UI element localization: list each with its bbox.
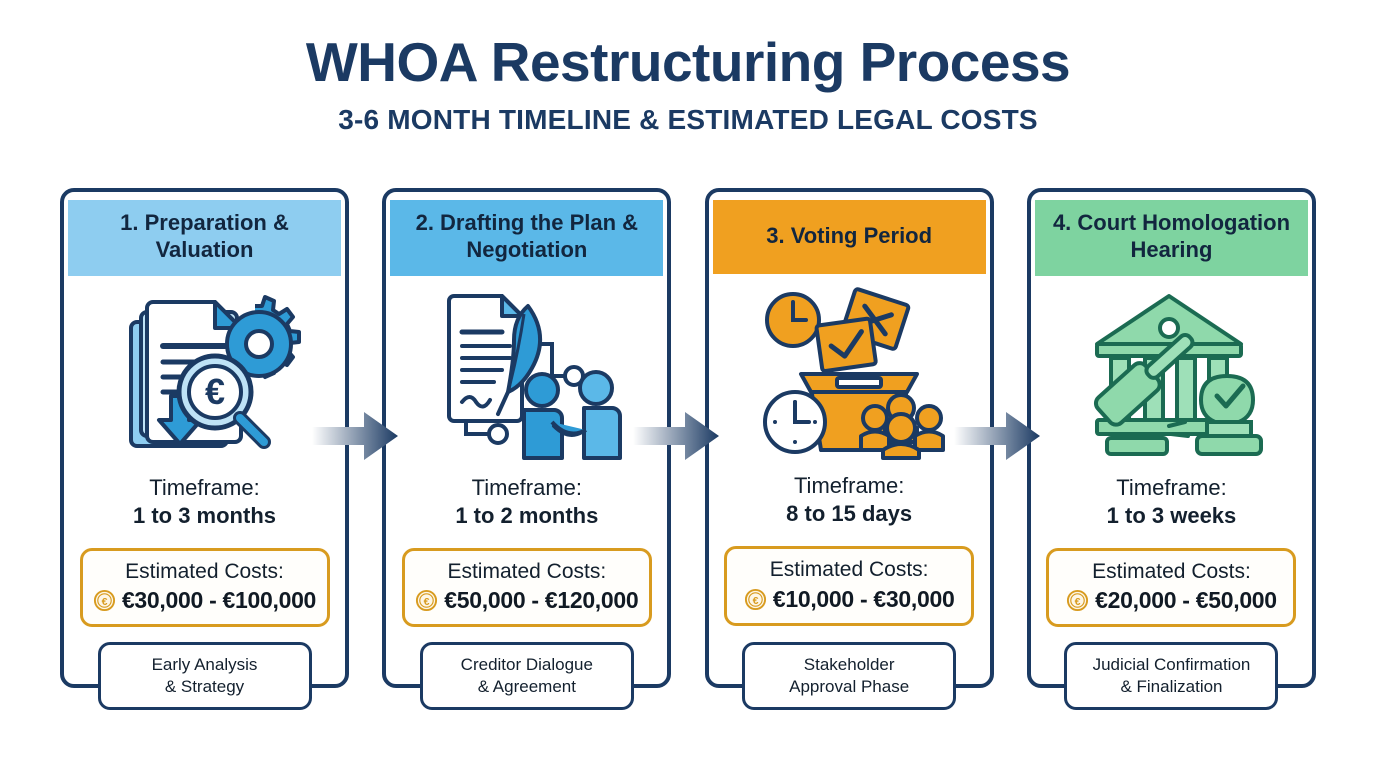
- step-card-4-timeframe: Timeframe: 1 to 3 weeks: [1107, 474, 1237, 530]
- euro-coin-icon: €: [744, 588, 766, 610]
- cost-label: Estimated Costs:: [1092, 559, 1251, 583]
- step-card-2-timeframe: Timeframe: 1 to 2 months: [455, 474, 598, 530]
- ballot-box-icon: [709, 274, 990, 470]
- svg-text:€: €: [204, 371, 224, 412]
- footer-line-2: & Finalization: [1120, 676, 1223, 696]
- footer-line-2: & Strategy: [164, 676, 245, 696]
- cost-value: €20,000 - €50,000: [1095, 587, 1277, 614]
- timeframe-value: 1 to 3 weeks: [1106, 502, 1237, 528]
- footer-line-2: & Agreement: [477, 676, 576, 696]
- timeframe-label: Timeframe:: [1116, 474, 1227, 500]
- cost-value: €30,000 - €100,000: [121, 587, 317, 614]
- timeframe-value: 1 to 3 months: [132, 502, 276, 528]
- euro-coin-icon: €: [1067, 590, 1089, 612]
- step-card-2-header: 2. Drafting the Plan & Negotiation: [390, 200, 664, 276]
- timeframe-label: Timeframe:: [149, 474, 260, 500]
- step-card-1-cost-box: Estimated Costs: € €30,000 - €100,000: [79, 547, 330, 628]
- step-card-4-cost-box: Estimated Costs: € €20,000 - €50,000: [1046, 547, 1297, 628]
- courthouse-gavel-icon: [1031, 276, 1312, 472]
- svg-text:€: €: [752, 594, 758, 606]
- step-card-1-header: 1. Preparation & Valuation: [68, 200, 341, 276]
- page-subtitle: 3-6 MONTH TIMELINE & ESTIMATED LEGAL COS…: [338, 103, 1038, 135]
- timeframe-label: Timeframe:: [793, 473, 905, 498]
- svg-text:€: €: [102, 596, 108, 608]
- step-card-4-footer-badge: Judicial Confirmation & Finalization: [1064, 641, 1279, 710]
- timeframe-value: 1 to 2 months: [455, 502, 599, 528]
- cost-value: €10,000 - €30,000: [772, 585, 955, 612]
- step-card-3-header: 3. Voting Period: [712, 200, 986, 274]
- step-card-2[interactable]: 2. Drafting the Plan & Negotiation: [382, 188, 672, 710]
- cost-label: Estimated Costs:: [447, 559, 607, 583]
- step-card-1[interactable]: 1. Preparation & Valuation: [60, 188, 349, 710]
- step-card-1-timeframe: Timeframe: 1 to 3 months: [133, 474, 276, 530]
- footer-line-1: Early Analysis: [151, 654, 258, 674]
- timeframe-value: 8 to 15 days: [786, 501, 913, 527]
- step-card-2-footer-badge: Creditor Dialogue & Agreement: [419, 641, 634, 710]
- timeframe-label: Timeframe:: [471, 474, 583, 500]
- step-card-3[interactable]: 3. Voting Period: [704, 188, 994, 710]
- page-title: WHOA Restructuring Process: [305, 31, 1071, 93]
- footer-line-2: Approval Phase: [789, 676, 910, 696]
- euro-coin-icon: €: [416, 590, 438, 612]
- cost-label: Estimated Costs:: [125, 559, 284, 583]
- footer-line-1: Creditor Dialogue: [460, 654, 593, 674]
- document-valuation-icon: €: [64, 276, 345, 472]
- page-header: WHOA Restructuring Process 3-6 MONTH TIM…: [0, 31, 1376, 136]
- step-card-3-cost-box: Estimated Costs: € €10,000 - €30,000: [724, 546, 975, 626]
- process-steps-container: 1. Preparation & Valuation: [60, 188, 1316, 710]
- step-card-1-footer-badge: Early Analysis & Strategy: [97, 641, 312, 710]
- quill-handshake-icon: [386, 276, 667, 472]
- step-card-2-cost-box: Estimated Costs: € €50,000 - €120,000: [401, 547, 652, 628]
- euro-coin-icon: €: [93, 590, 115, 612]
- step-card-3-footer-badge: Stakeholder Approval Phase: [742, 641, 957, 710]
- svg-text:€: €: [1075, 596, 1081, 608]
- svg-text:€: €: [424, 596, 430, 608]
- cost-value: €50,000 - €120,000: [444, 587, 639, 614]
- footer-line-1: Judicial Confirmation: [1092, 654, 1251, 674]
- footer-line-1: Stakeholder: [803, 654, 895, 674]
- step-card-3-timeframe: Timeframe: 8 to 15 days: [786, 472, 912, 528]
- step-card-4-header: 4. Court Homologation Hearing: [1034, 200, 1308, 276]
- cost-label: Estimated Costs:: [769, 558, 929, 582]
- step-card-4[interactable]: 4. Court Homologation Hearing: [1026, 188, 1316, 710]
